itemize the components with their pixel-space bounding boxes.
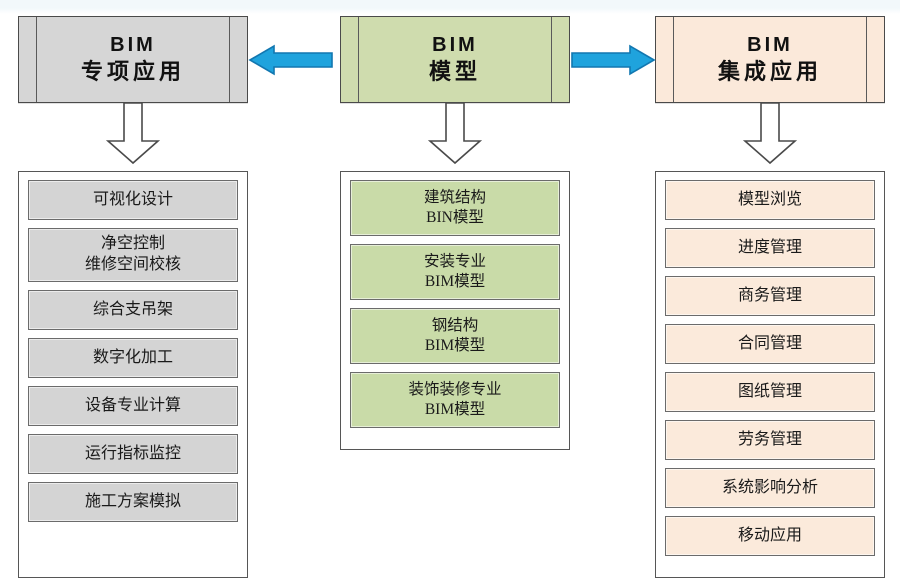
list-item[interactable]: 装饰装修专业 BIM模型 xyxy=(350,372,560,428)
item-label: 系统影响分析 xyxy=(721,478,818,496)
header-left-line2: 专项应用 xyxy=(80,59,185,85)
list-item[interactable]: 劳务管理 xyxy=(665,420,875,460)
item-label: 可视化设计 xyxy=(92,190,173,208)
header-middle-line1: BIM xyxy=(432,33,478,56)
column-bim-models: 建筑结构 BIN模型 安装专业 BIM模型 钢结构 BIM模型 装饰装修专业 B… xyxy=(340,171,570,450)
header-left-edge-line xyxy=(673,17,674,102)
item-label: 模型浏览 xyxy=(737,190,802,208)
item-label: 移动应用 xyxy=(737,526,802,544)
item-label-line2: 维修空间校核 xyxy=(84,256,181,273)
arrow-down-right-icon xyxy=(740,102,800,165)
arrow-down-left-icon xyxy=(103,102,163,165)
header-right-edge-line xyxy=(866,17,867,102)
item-label: 钢结构 xyxy=(431,316,479,334)
column-integrated-application: 模型浏览 进度管理 商务管理 合同管理 图纸管理 劳务管理 系统影响分析 移动应… xyxy=(655,171,885,578)
header-right-edge-line xyxy=(551,17,552,102)
list-item[interactable]: 设备专业计算 xyxy=(28,386,238,426)
list-item[interactable]: 合同管理 xyxy=(665,324,875,364)
header-middle-title: BIM 模型 xyxy=(429,33,481,87)
list-item[interactable]: 商务管理 xyxy=(665,276,875,316)
list-item[interactable]: 安装专业 BIM模型 xyxy=(350,244,560,300)
list-item[interactable]: 进度管理 xyxy=(665,228,875,268)
list-item[interactable]: 系统影响分析 xyxy=(665,468,875,508)
item-label: 综合支吊架 xyxy=(92,300,173,318)
column-special-application: 可视化设计 净空控制 维修空间校核 综合支吊架 数字化加工 设备专业计算 运行指… xyxy=(18,171,248,578)
item-label-line2: BIM模型 xyxy=(424,337,486,354)
item-label: 运行指标监控 xyxy=(84,444,181,462)
list-item[interactable]: 综合支吊架 xyxy=(28,290,238,330)
list-item[interactable]: 建筑结构 BIN模型 xyxy=(350,180,560,236)
header-left-title: BIM 专项应用 xyxy=(81,33,185,87)
item-label: 安装专业 xyxy=(423,252,486,270)
item-label: 图纸管理 xyxy=(737,382,802,400)
list-item[interactable]: 图纸管理 xyxy=(665,372,875,412)
item-label: 装饰装修专业 xyxy=(408,380,502,398)
item-label: 商务管理 xyxy=(737,286,802,304)
item-label: 设备专业计算 xyxy=(84,396,181,414)
header-box-bim-model[interactable]: BIM 模型 xyxy=(340,16,570,103)
item-label: 建筑结构 xyxy=(423,188,486,206)
item-label-line2: BIM模型 xyxy=(424,273,486,290)
item-label: 劳务管理 xyxy=(737,430,802,448)
header-right-edge-line xyxy=(229,17,230,102)
list-item[interactable]: 模型浏览 xyxy=(665,180,875,220)
list-item[interactable]: 施工方案模拟 xyxy=(28,482,238,522)
list-item[interactable]: 钢结构 BIM模型 xyxy=(350,308,560,364)
header-right-line2: 集成应用 xyxy=(717,59,822,85)
list-item[interactable]: 移动应用 xyxy=(665,516,875,556)
header-right-title: BIM 集成应用 xyxy=(718,33,822,87)
item-label-line2: BIM模型 xyxy=(424,401,486,418)
arrow-right-icon xyxy=(570,44,656,76)
item-label-line2: BIN模型 xyxy=(426,209,484,226)
arrow-down-middle-icon xyxy=(425,102,485,165)
header-left-line1: BIM xyxy=(110,33,156,56)
header-middle-line2: 模型 xyxy=(428,59,481,85)
item-label: 施工方案模拟 xyxy=(84,492,181,510)
header-left-edge-line xyxy=(36,17,37,102)
item-label: 合同管理 xyxy=(737,334,802,352)
header-box-integrated-application[interactable]: BIM 集成应用 xyxy=(655,16,885,103)
item-label: 净空控制 xyxy=(100,235,165,253)
item-label: 数字化加工 xyxy=(92,348,173,366)
header-left-edge-line xyxy=(358,17,359,102)
arrow-left-icon xyxy=(248,44,334,76)
list-item[interactable]: 净空控制 维修空间校核 xyxy=(28,228,238,282)
item-label: 进度管理 xyxy=(737,238,802,256)
list-item[interactable]: 运行指标监控 xyxy=(28,434,238,474)
header-right-line1: BIM xyxy=(747,33,793,56)
list-item[interactable]: 数字化加工 xyxy=(28,338,238,378)
header-box-special-application[interactable]: BIM 专项应用 xyxy=(18,16,248,103)
list-item[interactable]: 可视化设计 xyxy=(28,180,238,220)
